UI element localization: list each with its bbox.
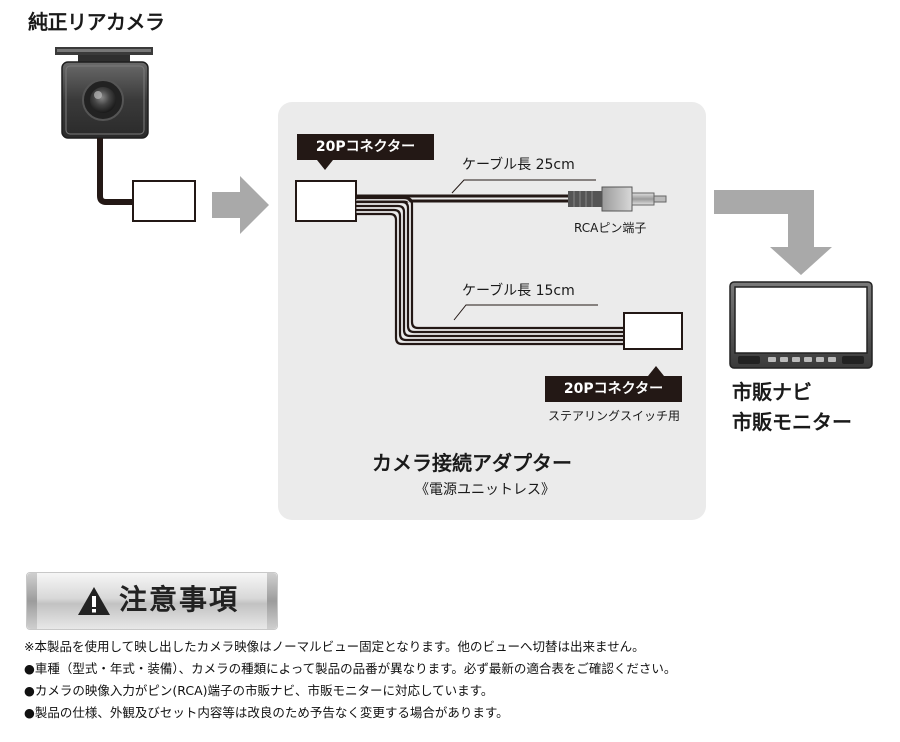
monitor-label-monitor: 市販モニター xyxy=(732,410,852,434)
cable-long-label: ケーブル長 25cm xyxy=(462,157,575,173)
adapter-name: カメラ接続アダプター xyxy=(372,451,572,475)
monitor-icon xyxy=(729,281,873,369)
steering-label: ステアリングスイッチ用 xyxy=(548,409,681,423)
camera-connector xyxy=(132,180,196,222)
tag-pointer-down-icon xyxy=(317,160,333,170)
cable-short-label: ケーブル長 15cm xyxy=(462,283,575,299)
steering-cable xyxy=(356,196,624,346)
note-3: ●カメラの映像入力がピン(RCA)端子の市販ナビ、市販モニターに対応しています。 xyxy=(24,683,494,698)
rca-plug-icon xyxy=(568,186,667,212)
warning-triangle-icon xyxy=(78,587,110,615)
connector-top-tag: 20Pコネクター xyxy=(297,134,434,160)
note-2: ●車種（型式・年式・装備）、カメラの種類によって製品の品番が異なります。必ず最新… xyxy=(24,661,677,676)
connector-bottom-tag: 20Pコネクター xyxy=(545,376,682,402)
adapter-connector-bottom xyxy=(623,312,683,350)
arrow-down-icon xyxy=(714,190,832,275)
camera-title: 純正リアカメラ xyxy=(28,10,165,34)
camera-icon xyxy=(55,47,153,139)
note-1: ※本製品を使用して映し出したカメラ映像はノーマルビュー固定となります。他のビュー… xyxy=(24,639,645,654)
adapter-subtitle: 《電源ユニットレス》 xyxy=(415,482,555,498)
note-4: ●製品の仕様、外観及びセット内容等は改良のため予告なく変更する場合があります。 xyxy=(24,705,509,720)
arrow-right-icon xyxy=(212,176,269,234)
rca-label: RCAピン端子 xyxy=(574,221,647,235)
adapter-connector-top xyxy=(295,180,357,222)
tag-pointer-up-icon xyxy=(648,366,664,376)
caution-header: 注意事項 xyxy=(26,572,278,630)
monitor-label-nav: 市販ナビ xyxy=(732,380,812,404)
caution-title: 注意事項 xyxy=(119,583,240,616)
